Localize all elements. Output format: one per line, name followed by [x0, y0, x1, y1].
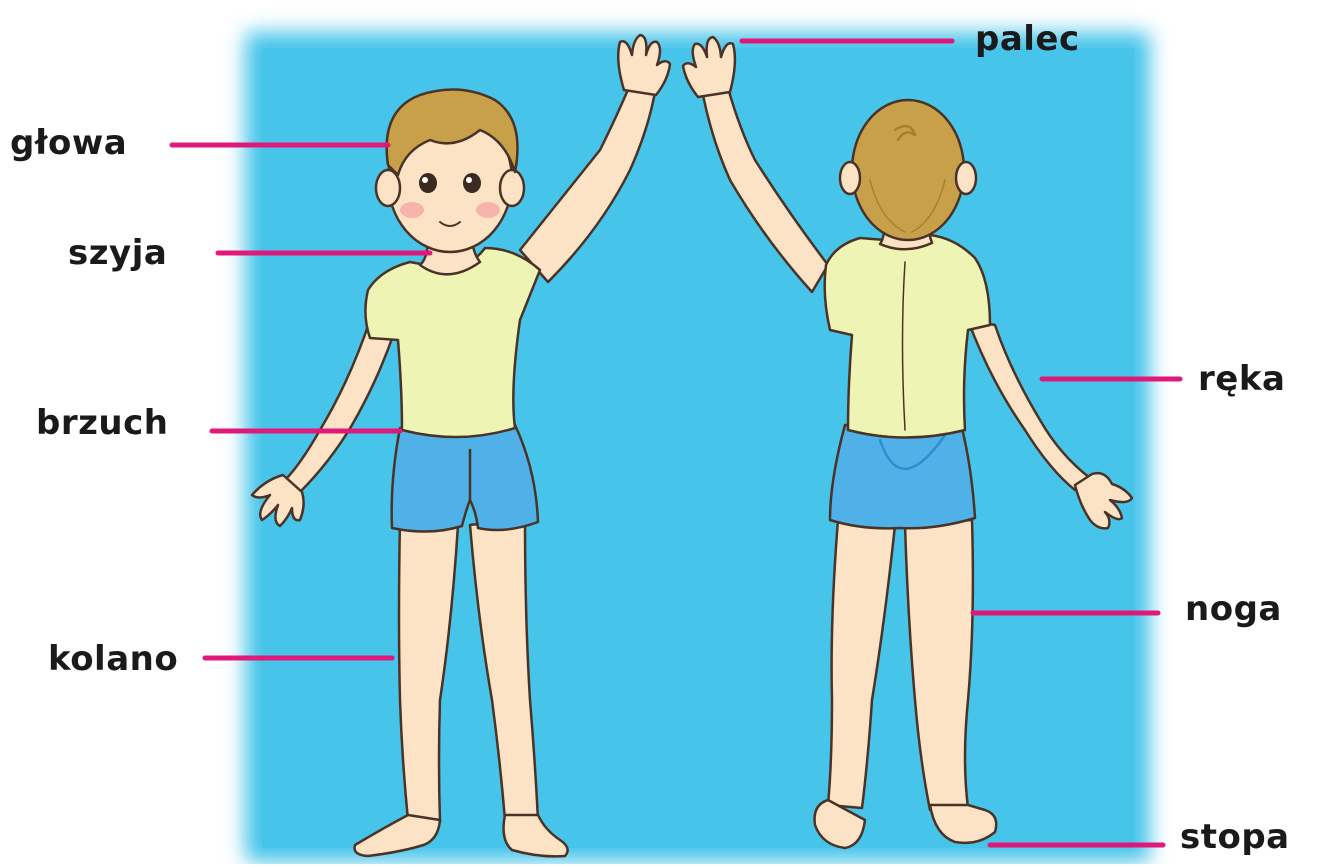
- label-reka: ręka: [1198, 362, 1285, 396]
- label-szyja: szyja: [68, 236, 167, 270]
- label-glowa: głowa: [10, 126, 127, 160]
- label-palec: palec: [975, 22, 1080, 56]
- label-kolano: kolano: [48, 642, 178, 676]
- label-stopa: stopa: [1180, 820, 1290, 854]
- label-brzuch: brzuch: [36, 406, 168, 440]
- label-noga: noga: [1185, 592, 1282, 626]
